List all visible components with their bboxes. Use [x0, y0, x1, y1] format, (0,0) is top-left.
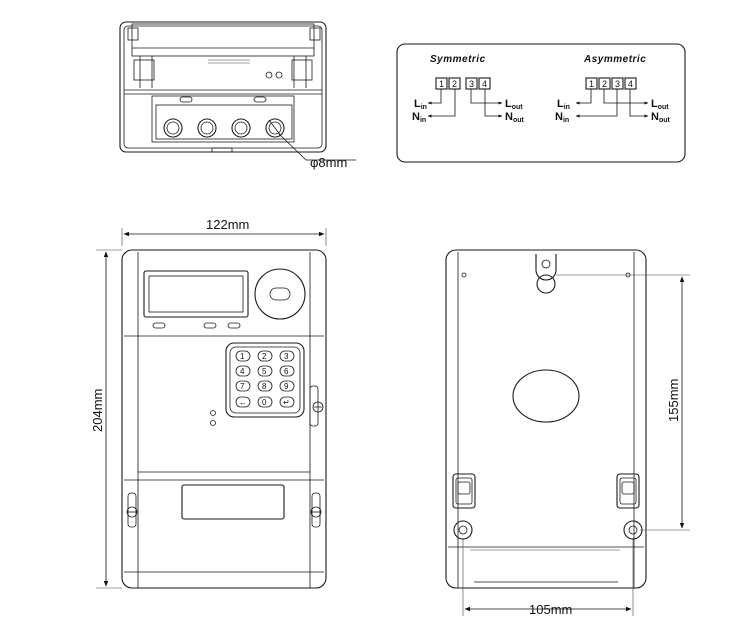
svg-text:Nin: Nin [555, 111, 569, 124]
sym-terminal-2: 2 [452, 79, 457, 89]
keypad-key: 2 [257, 350, 273, 362]
asym-lin-main: L [557, 98, 564, 110]
svg-text:9: 9 [284, 382, 289, 391]
sym-nout-sub: out [513, 117, 525, 124]
wiring-diagram-box [396, 43, 686, 163]
front-height-label: 204mm [90, 389, 105, 432]
svg-text:1: 1 [240, 352, 245, 361]
sym-terminal-3: 3 [469, 79, 474, 89]
asym-terminal-4: 4 [628, 79, 633, 89]
svg-text:7: 7 [240, 382, 245, 391]
asym-nin-main: N [555, 111, 563, 123]
svg-text:←: ← [239, 398, 247, 407]
sym-nout-main: N [505, 111, 513, 123]
svg-text:Lout: Lout [505, 98, 523, 111]
sym-lin-main: L [414, 98, 421, 110]
svg-text:Lout: Lout [651, 98, 669, 111]
svg-text:Nout: Nout [505, 111, 525, 124]
sym-lout-sub: out [512, 104, 524, 111]
hole-diameter-label: φ8mm [310, 155, 347, 170]
sym-lout-main: L [505, 98, 512, 110]
asym-nout-main: N [651, 111, 659, 123]
svg-text:2: 2 [262, 352, 267, 361]
sym-lin-sub: in [421, 104, 427, 111]
back-height-label: 155mm [666, 379, 681, 422]
svg-text:Lin: Lin [414, 98, 427, 111]
keypad-key: ↵ [279, 396, 295, 408]
svg-text:6: 6 [284, 367, 289, 376]
svg-text:5: 5 [262, 367, 267, 376]
svg-text:8: 8 [262, 382, 267, 391]
svg-text:Nin: Nin [412, 111, 426, 124]
svg-text:Lin: Lin [557, 98, 570, 111]
sym-nin-sub: in [420, 117, 426, 124]
asym-terminal-3: 3 [615, 79, 620, 89]
asymmetric-wiring: Asymmetric 1 2 3 4 Lin Nin Lout Nout [555, 54, 671, 124]
back-view [445, 249, 690, 616]
asym-lout-main: L [651, 98, 658, 110]
keypad-key: 0 [257, 396, 273, 408]
keypad-key: 4 [235, 365, 251, 377]
keypad-key: 6 [279, 365, 295, 377]
asym-lin-sub: in [564, 104, 570, 111]
keypad-key: 7 [235, 380, 251, 392]
keypad-key: ← [235, 396, 251, 408]
keypad: 1 2 3 4 5 6 7 8 9 ← 0 ↵ [235, 350, 295, 408]
svg-text:4: 4 [240, 367, 245, 376]
asymmetric-title: Asymmetric [583, 54, 646, 65]
sym-nin-main: N [412, 111, 420, 123]
keypad-key: 8 [257, 380, 273, 392]
sym-terminal-1: 1 [439, 79, 444, 89]
symmetric-wiring: Symmetric 1 2 3 4 Lin Nin Lout Nout [412, 54, 525, 124]
svg-text:3: 3 [284, 352, 289, 361]
keypad-key: 1 [235, 350, 251, 362]
asym-nout-sub: out [659, 117, 671, 124]
asym-terminal-2: 2 [602, 79, 607, 89]
asym-lout-sub: out [658, 104, 670, 111]
front-width-label: 122mm [206, 217, 249, 232]
asym-nin-sub: in [563, 117, 569, 124]
svg-text:0: 0 [262, 398, 267, 407]
svg-text:↵: ↵ [283, 398, 290, 407]
keypad-key: 9 [279, 380, 295, 392]
front-view [96, 228, 327, 589]
keypad-key: 3 [279, 350, 295, 362]
back-width-label: 105mm [529, 602, 572, 617]
top-view [119, 21, 356, 161]
asym-terminal-1: 1 [589, 79, 594, 89]
symmetric-title: Symmetric [430, 54, 486, 65]
keypad-key: 5 [257, 365, 273, 377]
sym-terminal-4: 4 [482, 79, 487, 89]
svg-text:Nout: Nout [651, 111, 671, 124]
